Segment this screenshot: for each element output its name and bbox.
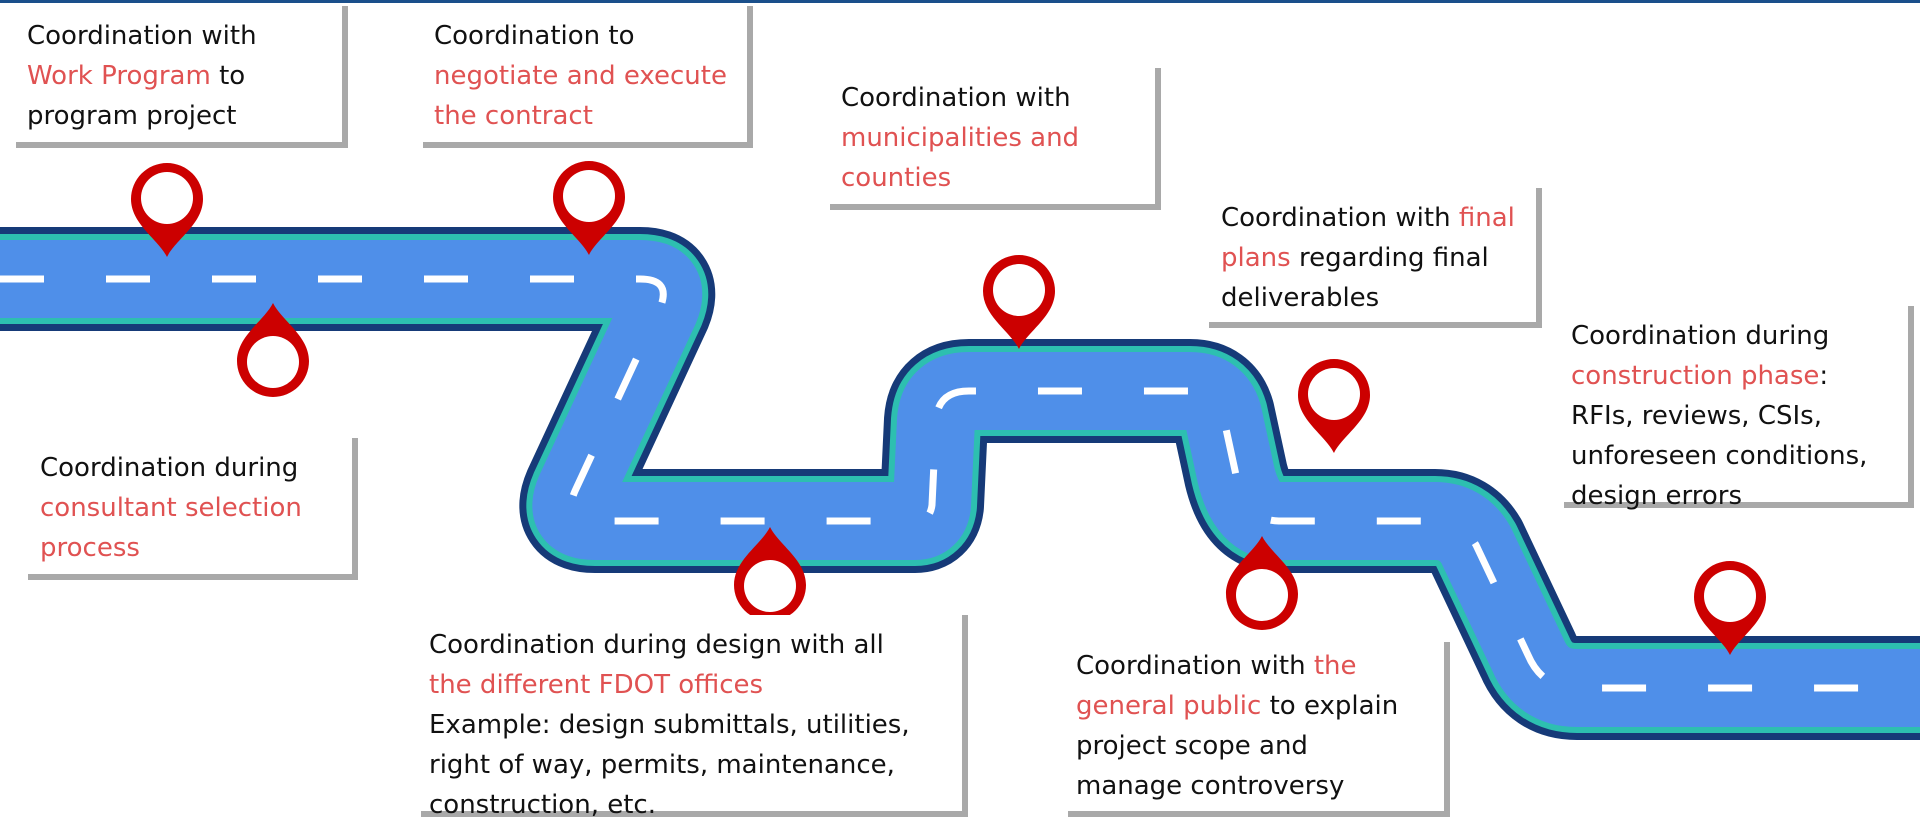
highlight-text: consultant selection [40, 493, 302, 523]
card-text: to explain [1261, 691, 1399, 721]
highlight-text: plans [1221, 243, 1291, 273]
card-line: Coordination during design with all [429, 630, 884, 660]
card-line: Coordination during [1571, 321, 1830, 351]
card-line: construction phase: [1571, 356, 1908, 396]
card-line: Example: design submittals, utilities, [429, 710, 910, 740]
card-line: Coordination with [27, 21, 257, 51]
card-line: deliverables [1221, 283, 1380, 313]
pin-consultant-selection [237, 303, 309, 397]
card-line: project scope and [1076, 731, 1308, 761]
card-line: the contract [434, 96, 747, 136]
card-work-program: Coordination with Work Program to progra… [16, 6, 348, 148]
card-line: program project [27, 101, 237, 131]
card-fdot-offices: Coordination during design with all the … [421, 615, 968, 820]
pin-final-plans [1298, 359, 1370, 453]
card-line: right of way, permits, maintenance, [429, 750, 895, 780]
card-line: the different FDOT offices [429, 665, 962, 705]
pin-fdot-offices [734, 527, 806, 621]
card-line: plans regarding final [1221, 238, 1536, 278]
card-line: Coordination with [841, 83, 1071, 113]
card-line: manage controversy [1076, 771, 1345, 801]
card-line: design errors [1571, 481, 1743, 511]
highlight-text: the different FDOT offices [429, 670, 764, 700]
card-line: Work Program to [27, 56, 342, 96]
card-line: unforeseen conditions, [1571, 441, 1868, 471]
card-construction-phase: Coordination during construction phase: … [1564, 306, 1914, 511]
highlight-text: construction phase [1571, 361, 1820, 391]
card-general-public: Coordination with the general public to … [1068, 642, 1450, 817]
pin-municipalities [983, 255, 1055, 349]
card-line: Coordination with final [1221, 198, 1536, 238]
highlight-text: municipalities and [841, 123, 1080, 153]
card-negotiate-contract: Coordination to negotiate and execute th… [423, 6, 753, 148]
card-text: to [210, 61, 246, 91]
card-consultant-selection: Coordination during consultant selection… [28, 438, 358, 580]
top-accent-line [0, 0, 1920, 3]
highlight-text: general public [1076, 691, 1262, 721]
card-line: construction, etc. [429, 790, 656, 820]
highlight-text: final [1458, 203, 1515, 233]
card-line: Coordination to [434, 21, 635, 51]
card-final-plans: Coordination with final plans regarding … [1209, 188, 1542, 328]
card-line: consultant selection [40, 488, 352, 528]
card-line: general public to explain [1076, 686, 1444, 726]
card-line: counties [841, 158, 1155, 198]
card-text: Coordination with [1221, 203, 1459, 233]
highlight-text: the contract [434, 101, 593, 131]
pin-negotiate-contract [553, 161, 625, 255]
card-line: municipalities and [841, 118, 1155, 158]
card-text: : [1819, 361, 1829, 391]
card-line: Coordination during [40, 453, 299, 483]
highlight-text: counties [841, 163, 952, 193]
card-line: RFIs, reviews, CSIs, [1571, 401, 1822, 431]
highlight-text: Work Program [27, 61, 211, 91]
card-text: regarding final [1290, 243, 1489, 273]
card-line: negotiate and execute [434, 56, 747, 96]
pin-construction-phase [1694, 561, 1766, 655]
pin-work-program [131, 163, 203, 257]
card-text: Coordination with [1076, 651, 1314, 681]
highlight-text: negotiate and execute [434, 61, 727, 91]
pin-general-public [1226, 536, 1298, 630]
card-municipalities: Coordination with municipalities and cou… [830, 68, 1161, 210]
highlight-text: process [40, 533, 140, 563]
card-line: Coordination with the [1076, 646, 1444, 686]
highlight-text: the [1313, 651, 1357, 681]
card-line: process [40, 528, 352, 568]
